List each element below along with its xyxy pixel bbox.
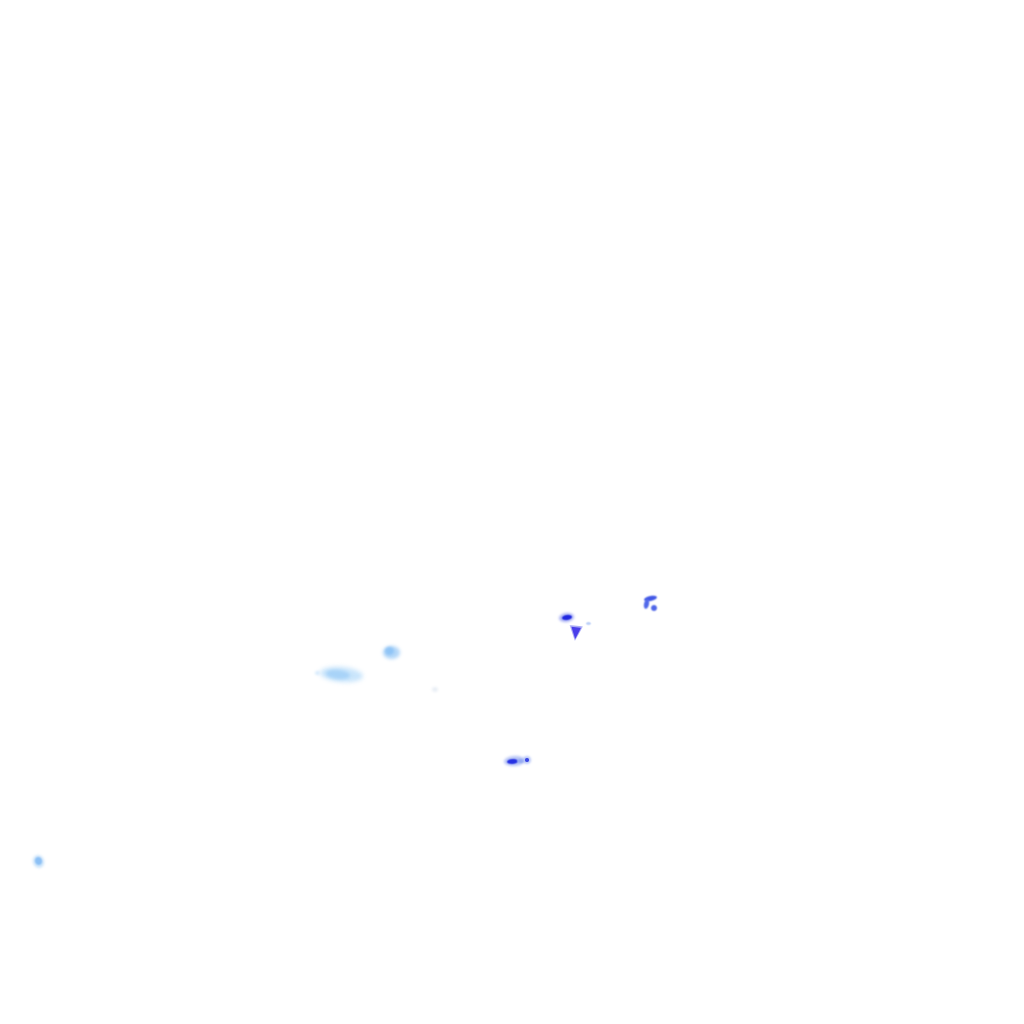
- blob-faint-speck: [432, 687, 438, 692]
- blob-dash-dot-halo: [523, 756, 531, 764]
- blob-oval-core: [561, 614, 573, 621]
- blob-dash-dot-core: [525, 758, 529, 762]
- blob-crescent-left: [643, 598, 650, 610]
- blob-southwest-core: [33, 856, 44, 866]
- blob-crescent-top: [643, 594, 658, 603]
- blob-streak: [319, 665, 364, 684]
- blob-triangle-core: [571, 626, 581, 639]
- blob-dot-small: [586, 622, 591, 625]
- blob-southwest-halo: [31, 853, 46, 870]
- blob-crescent-tail: [651, 605, 657, 611]
- blob-light-round: [383, 646, 400, 659]
- blob-streak-fleck: [315, 671, 320, 675]
- blob-dash-core: [506, 758, 519, 765]
- blob-streak-core: [325, 668, 351, 681]
- blob-oval-halo: [558, 612, 575, 623]
- blob-dash-halo: [503, 755, 526, 767]
- blob-light-round-core: [385, 647, 394, 655]
- blob-triangle-halo: [569, 625, 583, 641]
- blob-dash-tail: [517, 759, 524, 763]
